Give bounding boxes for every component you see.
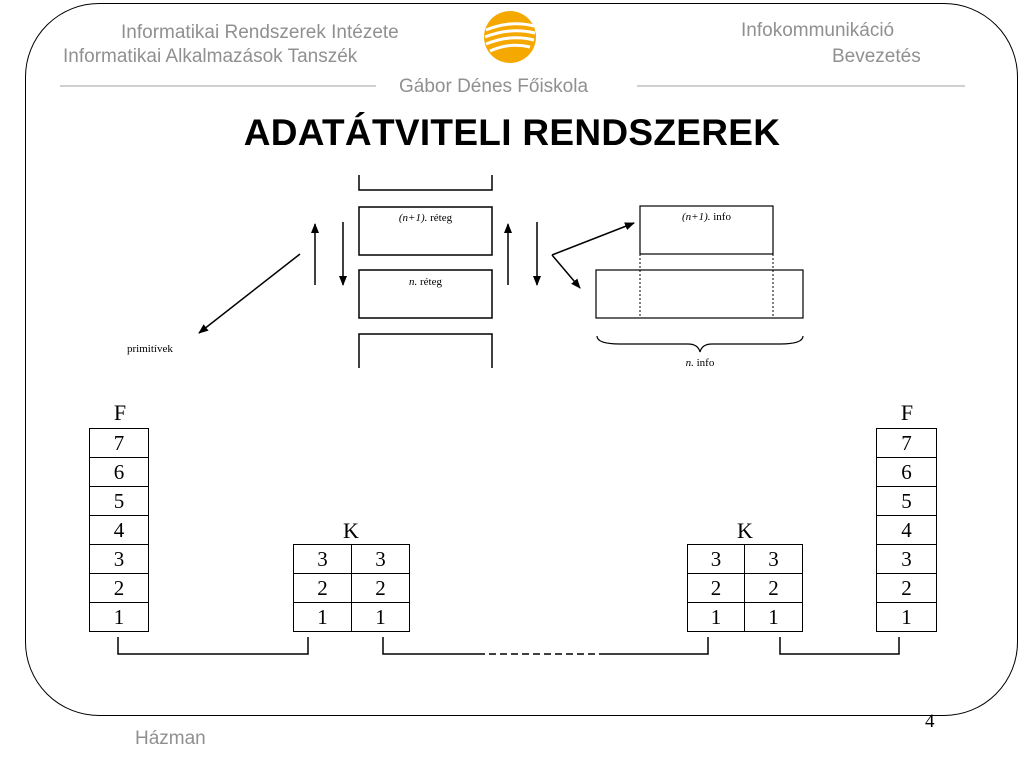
- arrow-to-upper-info: [551, 222, 635, 256]
- intermediate-node-label-left: K: [343, 518, 359, 543]
- upper-layer-label: (n+1). réteg: [398, 212, 453, 224]
- department-name: Informatikai Alkalmazások Tanszék: [63, 46, 358, 67]
- upper-info-label: (n+1). info: [682, 211, 731, 223]
- end-node-label-right: F: [900, 400, 914, 425]
- primitives-arrow: [198, 253, 301, 334]
- info-brace: [596, 335, 804, 353]
- link-middle-right: [604, 637, 709, 655]
- layer-below: [358, 333, 493, 368]
- node-left-b-layer-1: 1: [351, 602, 410, 632]
- lower-layer-box: [358, 269, 493, 319]
- end-node-label-left: F: [113, 400, 127, 425]
- institute-name: Informatikai Rendszerek Intézete: [121, 22, 399, 43]
- school-name: Gábor Dénes Főiskola: [399, 76, 589, 97]
- lower-layer-label: n. réteg: [409, 276, 442, 288]
- course-name: Infokommunikáció: [741, 20, 895, 41]
- upper-info-box: [639, 205, 774, 255]
- primitives-label: primitívek: [127, 343, 173, 355]
- link-middle-left: [382, 637, 478, 655]
- link-node-to-end-right: [779, 637, 900, 655]
- author-name: Házman: [135, 728, 206, 749]
- node-right-b-layer-1: 1: [744, 602, 803, 632]
- end-node-left-layer-1: 1: [89, 602, 149, 632]
- course-subtitle: Bevezetés: [832, 46, 921, 67]
- intermediate-node-label-right: K: [737, 518, 753, 543]
- arrow-to-lower-info: [551, 254, 581, 289]
- link-end-to-node-left: [117, 637, 309, 655]
- slide-frame: [25, 3, 1018, 716]
- lower-info-label: n. info: [685, 357, 715, 369]
- lower-info-box: [595, 269, 804, 319]
- layer-above: [358, 175, 493, 191]
- school-logo-icon: [484, 11, 536, 63]
- page-number: 4: [925, 711, 935, 732]
- upper-layer-box: [358, 206, 493, 256]
- end-node-right-layer-1: 1: [876, 602, 937, 632]
- page-title: ADATÁTVITELI RENDSZEREK: [243, 112, 781, 153]
